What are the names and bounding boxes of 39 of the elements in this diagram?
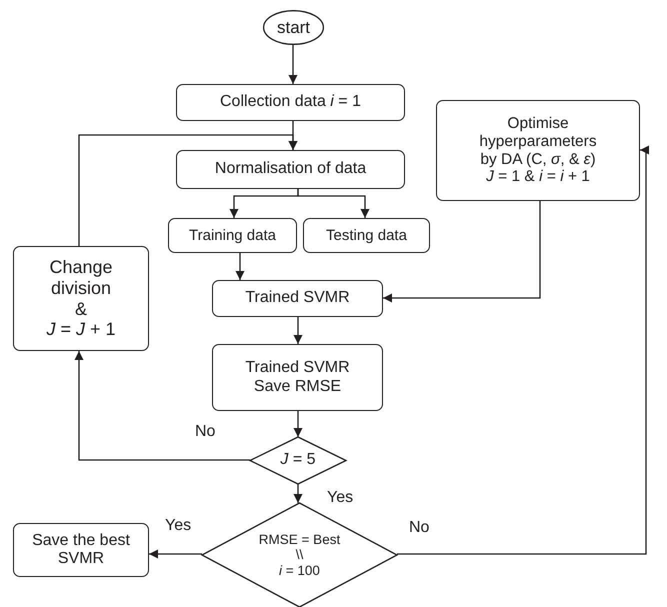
arrow	[288, 45, 298, 84]
node-label: J = 5	[279, 451, 317, 470]
process-box	[168, 218, 297, 253]
process-box	[176, 84, 405, 121]
process-box	[176, 150, 405, 189]
node-label: i = 100	[278, 562, 321, 578]
node-label: Normalisation of data	[214, 160, 368, 179]
node-label: Testing data	[325, 226, 408, 244]
decision-diamond	[202, 503, 397, 607]
node-label: Optimise hyperparameters by DA (C, σ, & ε) J = 1 & i = i + 1	[478, 114, 598, 186]
node-label: Training data	[188, 226, 277, 244]
arrow	[297, 189, 370, 218]
decision-diamond	[250, 437, 346, 484]
node-label: J = J + 1	[45, 319, 117, 340]
node-label: &	[74, 298, 88, 320]
node-label: Save the best SVMR	[31, 532, 131, 568]
node-label: start	[276, 18, 312, 38]
arrow	[236, 253, 244, 280]
arrow	[294, 484, 302, 503]
process-box	[212, 280, 383, 317]
node-label: Change division	[48, 257, 114, 298]
start-ellipse	[263, 10, 324, 45]
arrow	[397, 146, 649, 555]
process-box	[13, 246, 149, 351]
process-box	[303, 218, 430, 253]
arrow	[294, 317, 302, 344]
process-box	[436, 100, 640, 201]
arrow	[74, 351, 250, 461]
node-label: Collection data i = 1	[219, 93, 362, 112]
process-box	[212, 344, 383, 411]
arrow	[383, 201, 541, 302]
node-label: \\	[294, 547, 304, 563]
node-label: Trained SVMR Save RMSE	[244, 359, 351, 396]
process-box	[13, 523, 149, 577]
arrow	[78, 134, 298, 246]
arrow	[149, 550, 202, 558]
arrow	[294, 411, 302, 437]
node-label: Trained SVMR	[244, 289, 351, 308]
node-label: RMSE = Best	[258, 532, 342, 548]
